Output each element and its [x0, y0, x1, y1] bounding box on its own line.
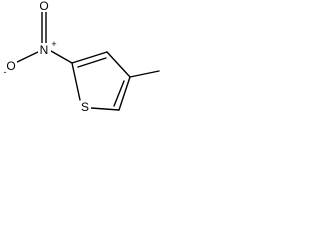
bond-n-c2: [50, 50, 73, 64]
bond-c5-s: [90, 107, 120, 111]
chemical-structure: O N + O - S: [4, 0, 160, 114]
atom-oxygen-left: O: [6, 59, 15, 73]
bond-c3-c4: [106, 51, 131, 78]
bonds: [14, 11, 160, 111]
bond-c4-c5-inner: [113, 80, 125, 107]
atom-nitrogen: N: [40, 43, 49, 57]
oxygen-left-charge: -: [4, 67, 7, 77]
bond-s-c2: [71, 62, 81, 101]
nitrogen-charge: +: [51, 39, 56, 49]
bond-c2-c3-inner: [77, 57, 107, 68]
bond-c4-c5: [118, 76, 131, 111]
bond-c2-c3: [71, 51, 108, 64]
atom-labels: O N + O - S: [4, 0, 91, 114]
atom-oxygen-top: O: [39, 0, 48, 13]
atom-sulfur: S: [81, 100, 89, 114]
bond-n-o-left: [14, 51, 39, 64]
bond-c4-methyl: [129, 70, 160, 78]
